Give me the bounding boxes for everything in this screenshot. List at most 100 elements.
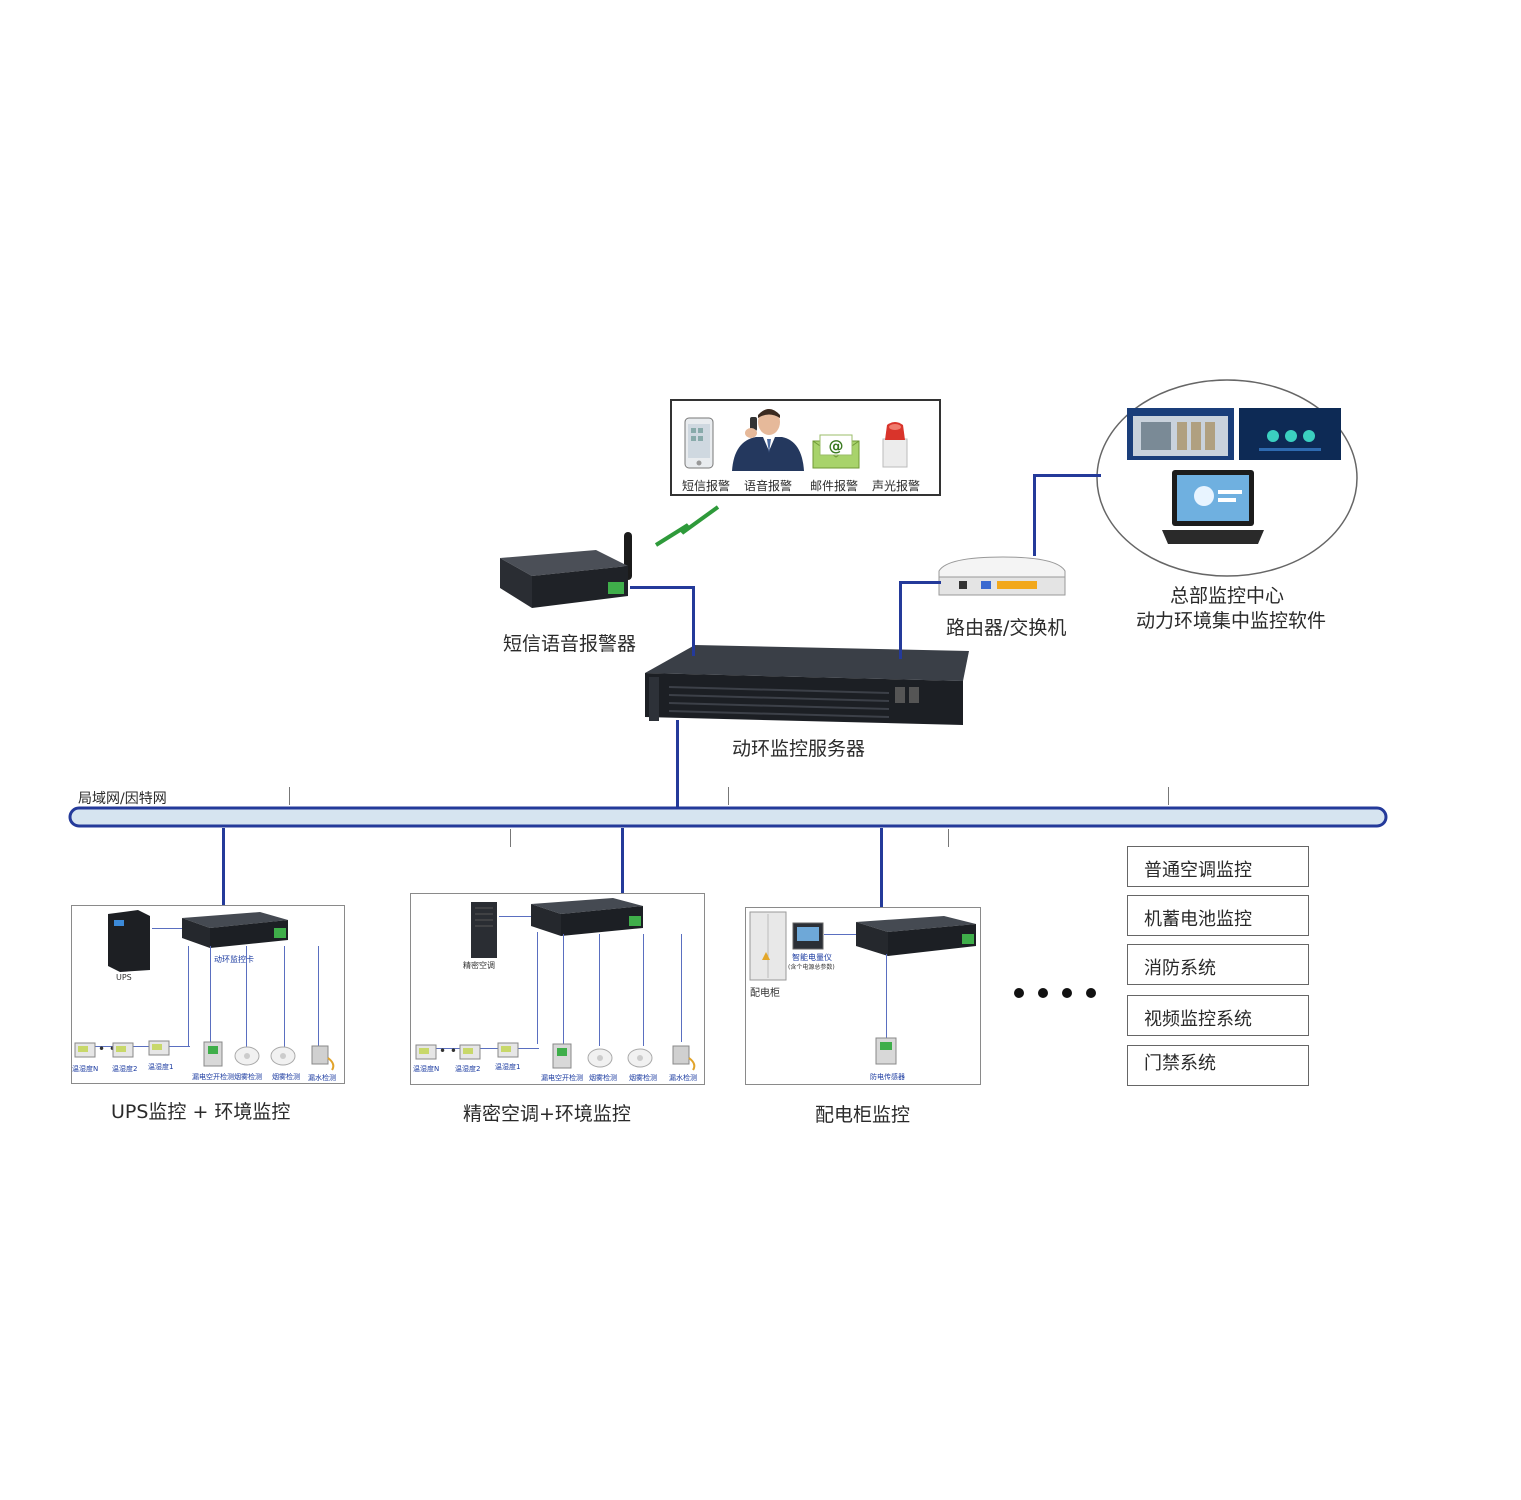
ac-panel-caption: 精密空调+环境监控 <box>463 1103 631 1125</box>
alarm-item-voice: 语音报警 <box>744 479 793 493</box>
siren-icon <box>882 422 908 468</box>
precision-ac-icon <box>471 902 497 958</box>
sensor-label: 温湿度2 <box>455 1065 481 1073</box>
card-bus-wire <box>210 946 211 1046</box>
sms-voice-alarm-device <box>500 532 632 608</box>
meter-to-card-wire <box>824 934 856 935</box>
monitoring-screenshot-2 <box>1239 408 1341 460</box>
sensor-label: 烟雾检测 <box>629 1074 657 1082</box>
card-bus-wire <box>246 946 247 1050</box>
mobile-phone-icon <box>684 417 714 469</box>
system-box-fire: 消防系统 <box>1127 944 1309 985</box>
email-icon: @ <box>812 434 860 469</box>
sms-alarm-label: 短信语音报警器 <box>503 633 637 655</box>
sensor-label: 温湿度1 <box>495 1063 521 1071</box>
monitoring-server-icon <box>645 645 969 725</box>
card-to-sensor-wire <box>886 954 887 1038</box>
sensor-label: 漏水检测 <box>308 1074 336 1082</box>
hq-monitoring-center-ellipse <box>1096 379 1358 577</box>
sensor-chain-wire <box>94 1046 190 1047</box>
water-leak-detector-icon <box>672 1045 696 1071</box>
wire-sms-alarm-vertical <box>692 586 695 656</box>
hq-label-line2: 动力环境集中监控软件 <box>1136 610 1327 632</box>
sensor-label: 温湿度2 <box>112 1065 138 1073</box>
temp-humidity-sensor-icon <box>112 1042 134 1058</box>
alarm-item-sound-light: 声光报警 <box>872 479 921 493</box>
card-bus-wire <box>599 934 600 1046</box>
sensor-label: 温湿度1 <box>148 1063 174 1071</box>
bus-tick <box>289 787 290 805</box>
ups-to-card-wire <box>152 928 182 929</box>
hq-label-line1: 总部监控中心 <box>1170 585 1285 607</box>
temp-humidity-sensor-icon <box>415 1044 437 1060</box>
ups-panel-caption: UPS监控 + 环境监控 <box>111 1101 291 1123</box>
temp-humidity-sensor-icon <box>459 1044 481 1060</box>
sensor-label: 烟雾检测 <box>589 1074 617 1082</box>
alarm-methods-box: @ 短信报警 语音报警 邮件报警 声光报警 <box>670 399 941 496</box>
wire-router-h <box>899 581 941 584</box>
card-bus-wire <box>318 946 319 1046</box>
alarm-item-email: 邮件报警 <box>810 479 859 493</box>
smoke-detector-icon <box>587 1048 613 1068</box>
system-label: 消防系统 <box>1144 958 1216 979</box>
monitoring-screenshot-1 <box>1127 408 1234 460</box>
more-dot <box>1014 988 1024 998</box>
temp-humidity-sensor-icon <box>74 1042 96 1058</box>
wire-server-bus <box>676 720 679 808</box>
distribution-cabinet-icon <box>749 911 787 981</box>
water-leak-detector-icon <box>311 1045 335 1071</box>
system-label: 机蓄电池监控 <box>1144 909 1252 930</box>
wire-drop-ups <box>222 828 225 912</box>
precision-ac-label: 精密空调 <box>463 961 495 970</box>
bus-tick <box>1168 787 1169 805</box>
ups-env-panel: UPS 动环监控卡 • • • 温湿度N 温湿度2 温湿度1 漏电空开检测 烟雾… <box>71 905 345 1084</box>
wire-drop-ac <box>621 828 624 902</box>
bus-tick <box>728 787 729 805</box>
system-label: 普通空调监控 <box>1144 860 1252 881</box>
power-sensor-label: 防电传感器 <box>870 1073 905 1081</box>
network-bus <box>68 806 1388 828</box>
smoke-detector-icon <box>234 1046 260 1066</box>
alarm-item-sms: 短信报警 <box>682 479 731 493</box>
wireless-signal-icon <box>654 505 720 547</box>
ac-to-card-wire <box>499 916 531 917</box>
sensor-label: 漏电空开检测 <box>541 1074 583 1082</box>
sensor-label: 漏电空开检测 <box>192 1073 234 1081</box>
sensor-label: 温湿度N <box>413 1065 440 1073</box>
bus-tick <box>510 829 511 847</box>
router-label: 路由器/交换机 <box>946 617 1067 639</box>
svg-text:@: @ <box>829 437 844 455</box>
sensor-label: 漏水检测 <box>669 1074 697 1082</box>
wire-hq-v <box>1033 476 1036 556</box>
more-dot <box>1086 988 1096 998</box>
sensor-chain-wire <box>435 1048 539 1049</box>
more-dot <box>1038 988 1048 998</box>
bus-tick <box>948 829 949 847</box>
breaker-detector-icon <box>203 1041 223 1067</box>
cabinet-label: 配电柜 <box>750 988 780 999</box>
system-box-access: 门禁系统 <box>1127 1045 1309 1086</box>
wire-drop-pd <box>880 828 883 914</box>
router-icon <box>938 556 1066 596</box>
power-sensor-icon <box>875 1037 897 1065</box>
sensor-label: 烟雾检测 <box>272 1073 300 1081</box>
temp-humidity-sensor-icon <box>497 1042 519 1058</box>
card-bus-wire <box>563 934 564 1044</box>
card-bus-wire <box>188 946 189 1046</box>
smart-power-meter-icon <box>792 922 824 950</box>
ups-device-icon <box>108 910 150 972</box>
server-label: 动环监控服务器 <box>732 738 866 760</box>
pd-panel-caption: 配电柜监控 <box>815 1104 911 1126</box>
ups-monitor-card-icon <box>182 912 288 948</box>
temp-humidity-sensor-icon <box>148 1040 170 1056</box>
power-distribution-panel: 配电柜 智能电量仪 (含个电源总参数) 防电传感器 <box>745 907 981 1085</box>
wire-sms-alarm <box>630 586 694 589</box>
card-bus-wire <box>537 932 538 1044</box>
ac-monitor-card-icon <box>531 898 643 936</box>
pd-monitor-card-icon <box>856 916 976 956</box>
voice-call-person-icon <box>732 409 804 471</box>
wire-router-down <box>899 583 902 659</box>
laptop-icon <box>1162 470 1264 544</box>
system-box-video: 视频监控系统 <box>1127 995 1309 1036</box>
meter-sublabel: (含个电源总参数) <box>788 964 835 971</box>
